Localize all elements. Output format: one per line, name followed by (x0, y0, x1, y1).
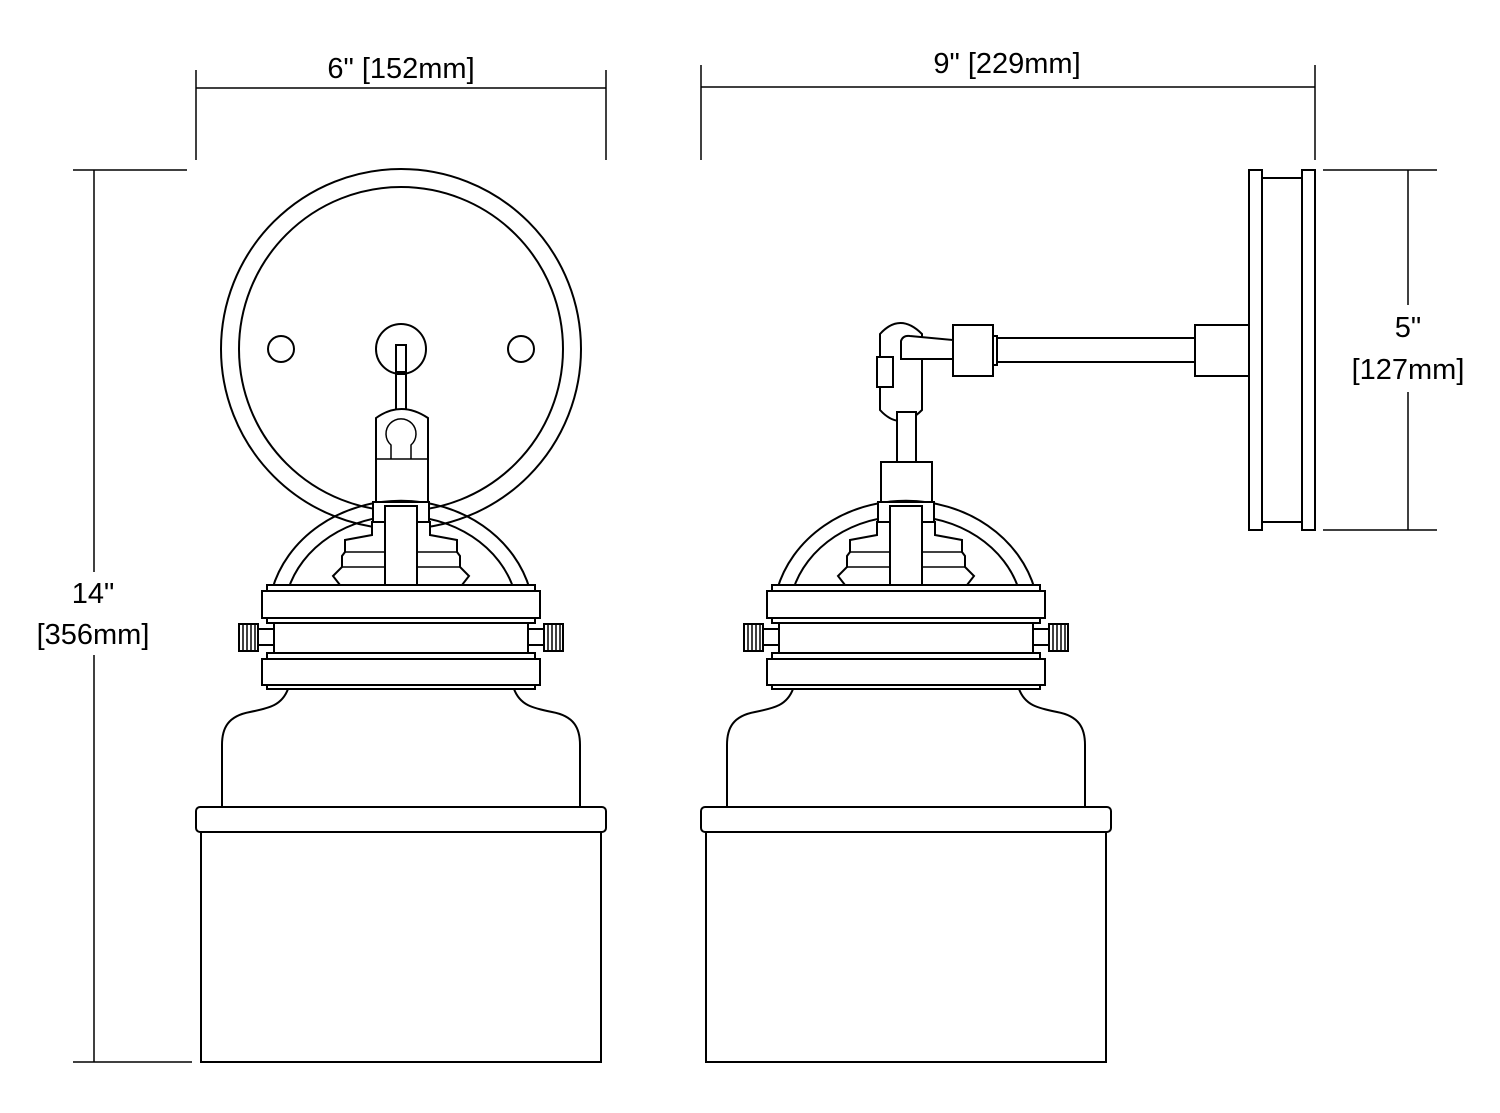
side-view (700, 169, 1316, 1063)
width-label: 6" [152mm] (327, 53, 474, 85)
backplate-back (1301, 169, 1316, 531)
front-view (195, 168, 607, 1063)
depth-label: 9" [229mm] (933, 48, 1080, 80)
backplate-front (1248, 169, 1263, 531)
dimension-depth: 9" [229mm] (700, 48, 1316, 160)
height-inches: 14" (72, 578, 115, 610)
backplate-mm: [127mm] (1352, 354, 1465, 386)
dimension-width: 6" [152mm] (195, 53, 607, 160)
backplate-inches: 5" (1395, 312, 1421, 344)
arm-tube (995, 337, 1196, 363)
dimension-backplate: 5" [127mm] (1323, 169, 1465, 531)
mounting-hole-left (267, 335, 295, 363)
arm-mount (1194, 324, 1250, 377)
mounting-hole-right (507, 335, 535, 363)
dimension-height: 14" [356mm] (37, 169, 192, 1063)
height-mm: [356mm] (37, 619, 150, 651)
